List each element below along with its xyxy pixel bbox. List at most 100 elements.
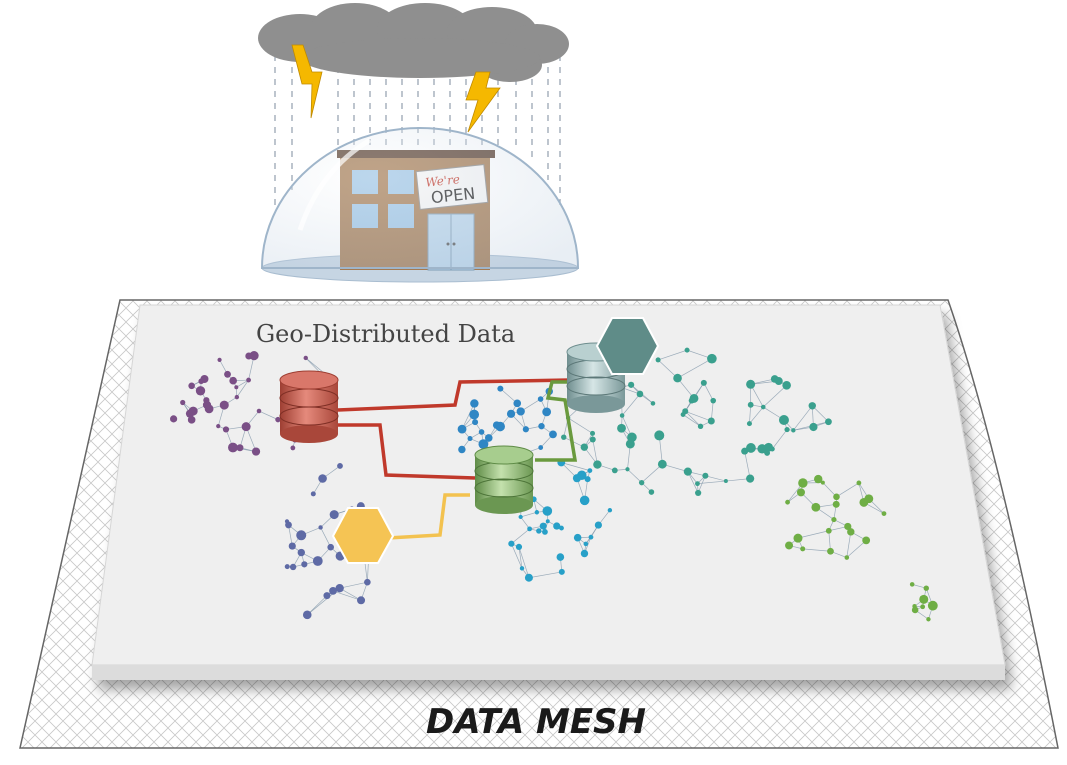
network-node-icon: [329, 586, 337, 595]
network-node-icon: [580, 443, 589, 451]
network-link: [682, 414, 701, 427]
network-link: [812, 405, 829, 422]
network-node-icon: [284, 519, 290, 524]
network-link: [520, 516, 530, 530]
network-link: [592, 439, 598, 465]
network-link: [258, 410, 279, 420]
green-link-line: [535, 380, 578, 462]
network-node-icon: [323, 592, 331, 600]
network-node-icon: [249, 351, 259, 361]
network-node-icon: [558, 568, 565, 575]
network-node-icon: [611, 467, 618, 474]
network-node-icon: [825, 527, 832, 534]
network-node-icon: [310, 491, 316, 497]
network-node-icon: [318, 474, 327, 483]
network-link: [585, 524, 599, 545]
network-node-icon: [537, 396, 544, 402]
network-node-icon: [650, 401, 656, 406]
network-node-icon: [202, 400, 212, 409]
network-node-icon: [573, 533, 582, 542]
network-node-icon: [275, 416, 281, 423]
network-link: [332, 590, 362, 601]
network-node-icon: [579, 495, 590, 506]
network-node-icon: [619, 413, 625, 418]
network-node-icon: [684, 347, 690, 353]
network-node-icon: [534, 510, 540, 515]
network-link: [846, 540, 867, 558]
network-node-icon: [707, 353, 717, 364]
network-node-icon: [798, 478, 808, 488]
network-link: [657, 349, 688, 361]
network-node-icon: [864, 494, 874, 504]
network-node-icon: [222, 426, 230, 433]
network-node-icon: [559, 525, 564, 531]
network-link: [621, 393, 641, 416]
network-node-icon: [335, 583, 344, 593]
network-node-icon: [241, 422, 251, 432]
network-node-icon: [290, 445, 296, 451]
network-node-icon: [580, 549, 589, 558]
network-link: [511, 543, 523, 569]
network-node-icon: [769, 446, 775, 452]
network-node-icon: [216, 424, 221, 429]
network-node-icon: [302, 610, 312, 620]
network-node-icon: [327, 543, 334, 551]
network-link: [662, 463, 688, 472]
network-node-icon: [518, 514, 523, 520]
network-link: [567, 417, 593, 434]
network-node-icon: [881, 511, 887, 516]
network-node-icon: [515, 543, 523, 551]
network-node-icon: [539, 522, 547, 530]
network-node-icon: [229, 376, 237, 385]
network-node-icon: [782, 380, 791, 390]
dome-icon: [260, 127, 580, 269]
database-icon: [474, 445, 534, 514]
network-node-icon: [710, 397, 717, 404]
network-node-icon: [920, 604, 926, 610]
network-node-icon: [288, 542, 296, 550]
network-node-icon: [695, 481, 700, 487]
network-node-icon: [695, 489, 702, 497]
network-link: [846, 531, 852, 558]
network-node-icon: [785, 541, 794, 550]
network-node-icon: [538, 422, 545, 430]
network-node-icon: [793, 533, 803, 543]
network-node-icon: [545, 519, 550, 524]
data-mesh-title: DATA MESH: [426, 702, 646, 742]
network-node-icon: [723, 479, 728, 484]
network-node-icon: [301, 561, 308, 568]
network-link: [518, 546, 530, 578]
network-node-icon: [556, 553, 565, 561]
network-link: [461, 403, 475, 430]
network-node-icon: [297, 548, 305, 557]
network-node-icon: [484, 434, 493, 442]
network-link: [236, 379, 249, 398]
network-node-icon: [170, 415, 178, 423]
network-node-icon: [741, 447, 749, 455]
lightning-icon: [291, 44, 323, 119]
network-node-icon: [778, 415, 789, 426]
network-link: [836, 482, 860, 498]
network-node-icon: [682, 408, 689, 415]
network-node-icon: [549, 430, 557, 439]
network-link: [320, 527, 332, 548]
network-link: [627, 468, 642, 483]
network-node-icon: [844, 522, 852, 531]
network-link: [793, 405, 813, 431]
network-node-icon: [234, 394, 240, 400]
network-node-icon: [831, 516, 837, 523]
network-node-icon: [760, 404, 766, 410]
network-node-icon: [811, 502, 821, 512]
network-node-icon: [337, 463, 343, 469]
network-node-icon: [638, 479, 645, 486]
network-node-icon: [832, 500, 840, 508]
network-link: [749, 404, 752, 424]
network-node-icon: [492, 421, 501, 429]
network-link: [705, 475, 726, 482]
network-link: [685, 410, 712, 422]
network-node-icon: [538, 445, 544, 450]
red-link-lines: [337, 378, 571, 480]
network-node-icon: [607, 507, 613, 513]
network-node-icon: [702, 472, 709, 479]
network-node-icon: [458, 445, 466, 454]
